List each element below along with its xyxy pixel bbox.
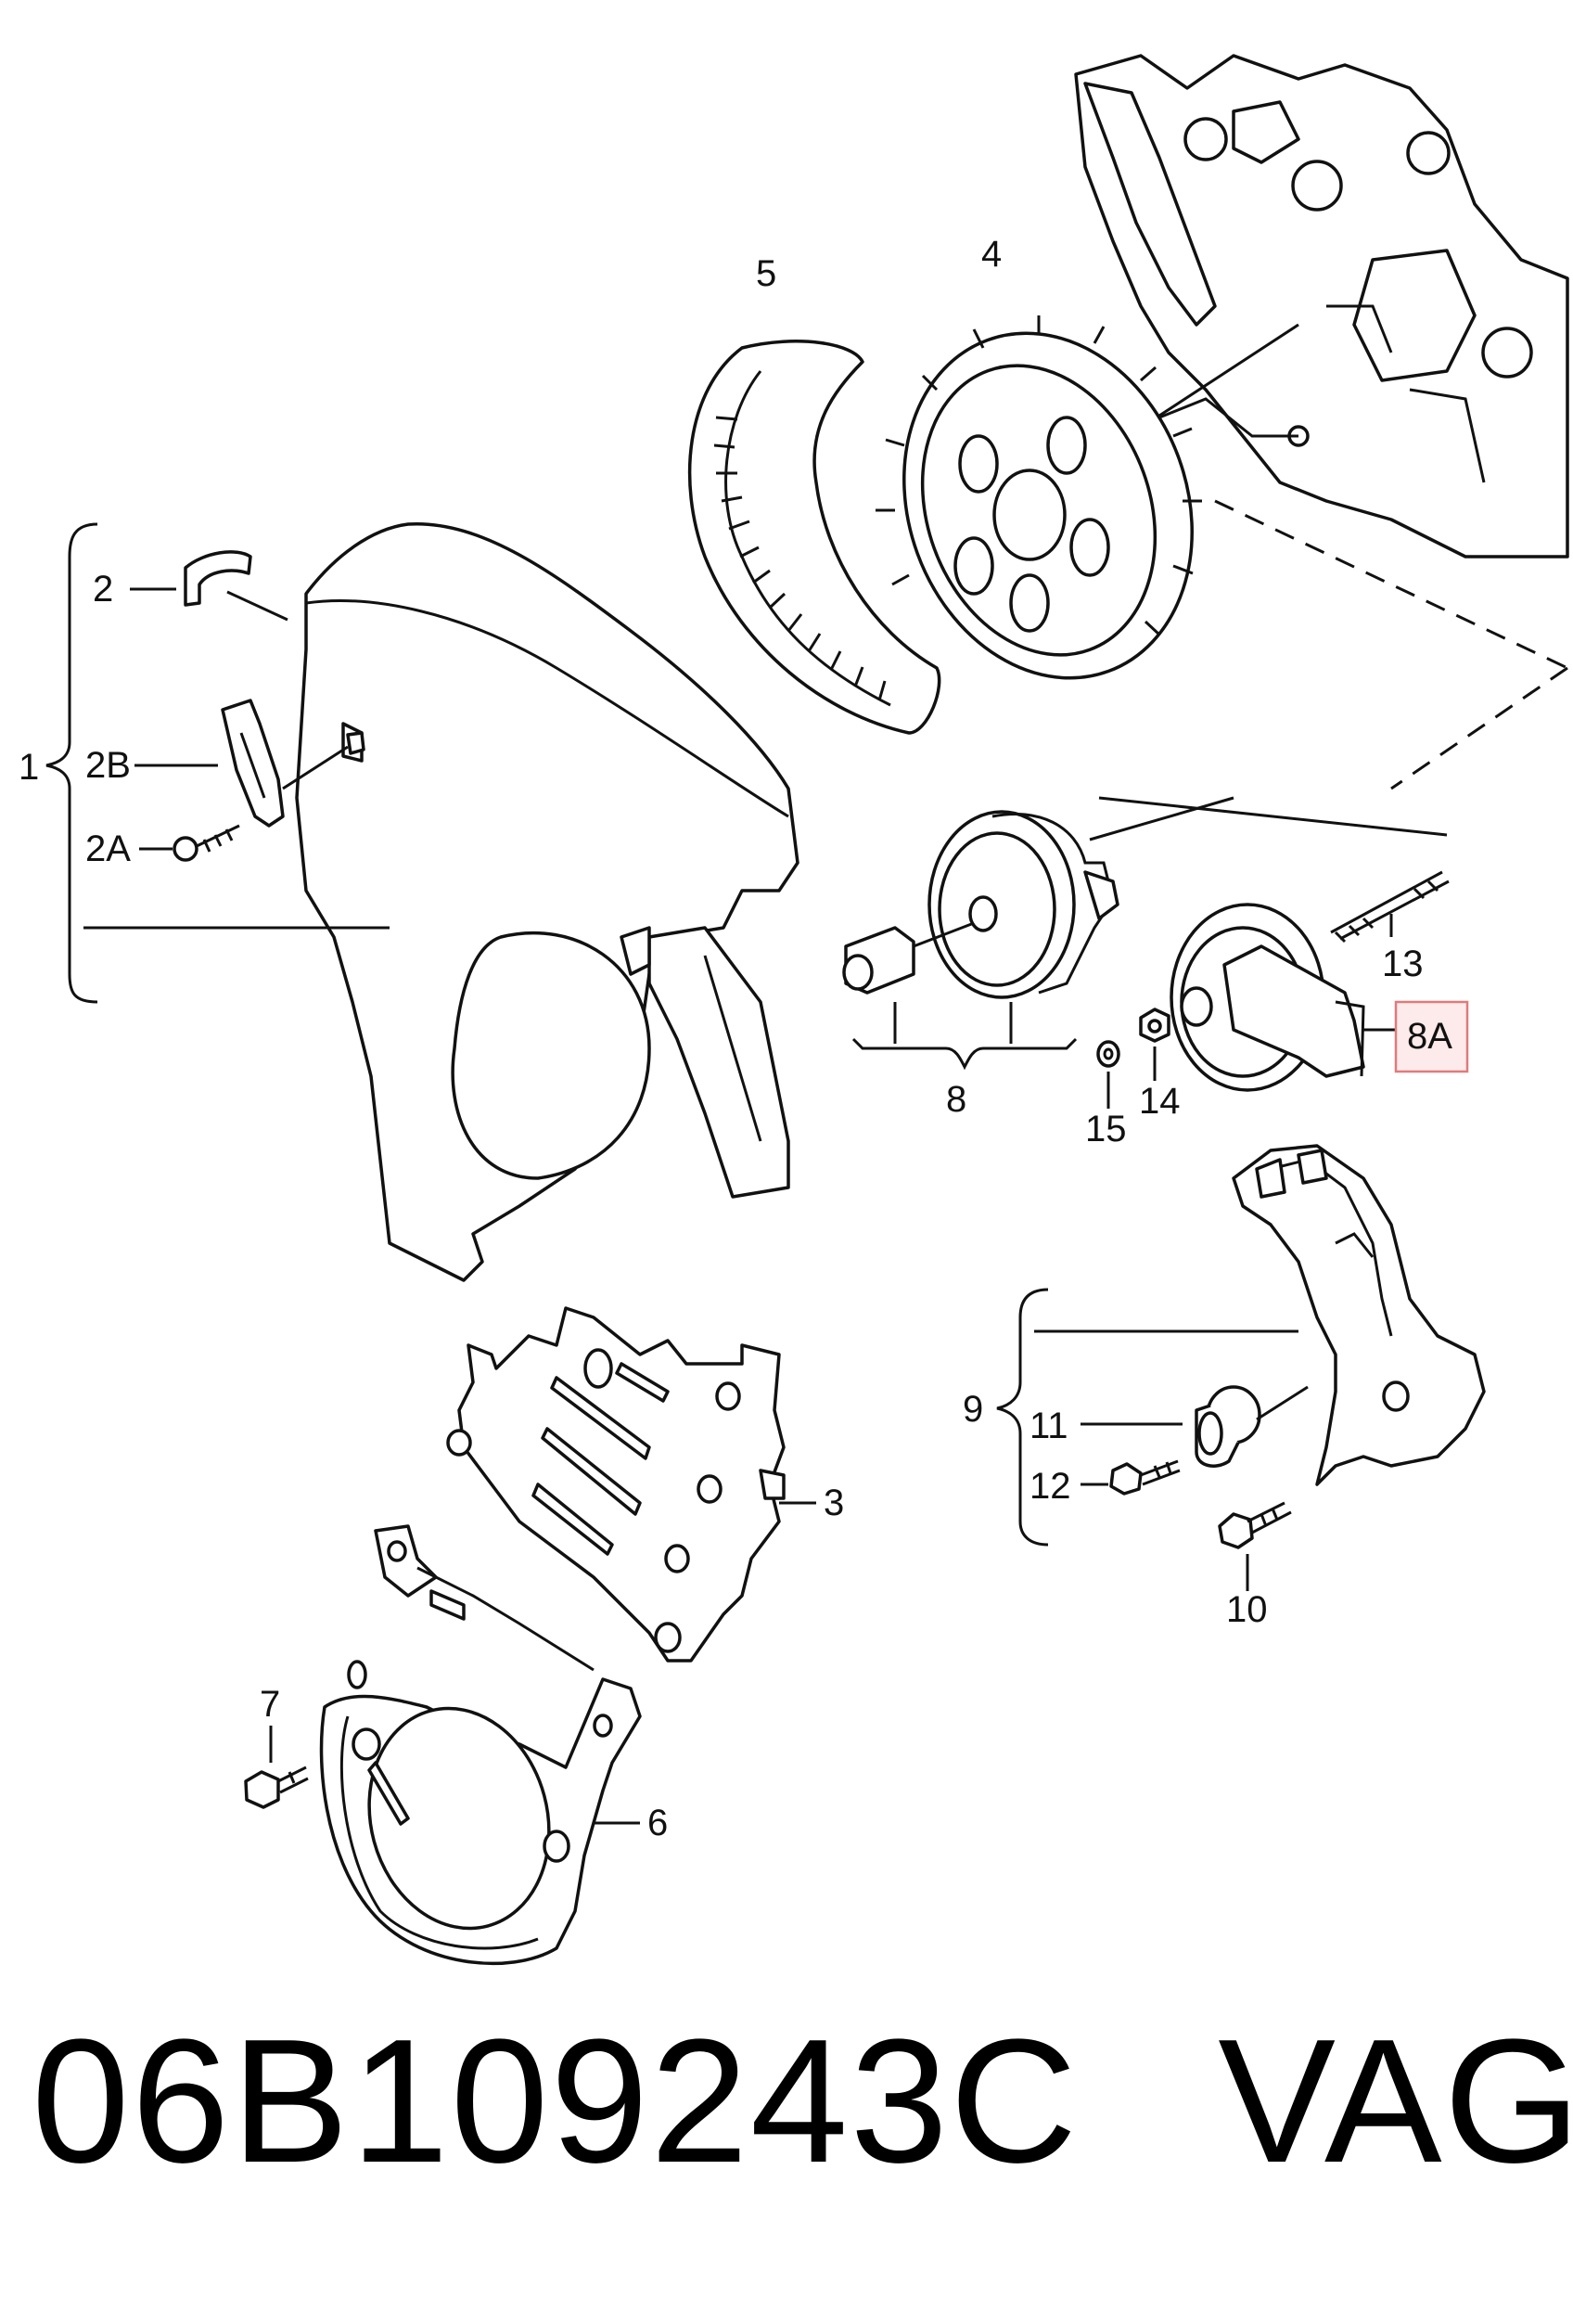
leader-line	[1089, 796, 1234, 841]
tensioner-roller-8	[842, 810, 1119, 999]
callout-2: 2	[93, 569, 113, 610]
engine-block	[1074, 54, 1569, 559]
highlight-box-8a	[1394, 1000, 1469, 1073]
callout-1: 1	[19, 747, 39, 788]
screw-part-2a	[173, 824, 240, 862]
washer-part-15	[1096, 1040, 1120, 1068]
bolt-part-10	[1218, 1501, 1292, 1549]
upper-timing-cover	[295, 522, 799, 1282]
callout-4: 4	[981, 234, 1002, 275]
bracket-part-2b	[221, 699, 365, 828]
callout-8: 8	[946, 1079, 966, 1120]
assembly-line	[1390, 666, 1568, 790]
tensioner-assembly-8a	[1170, 903, 1365, 1092]
bracket-8	[851, 1037, 1078, 1071]
spacer-sleeve-11	[1195, 1385, 1261, 1468]
stud-part-13	[1330, 870, 1450, 944]
callout-3: 3	[824, 1483, 844, 1523]
leader-line	[1256, 1385, 1309, 1421]
engine-support-bracket-9	[1232, 1144, 1486, 1486]
rear-cover-6	[319, 1524, 642, 1966]
callout-8a: 8A	[1407, 1016, 1452, 1057]
callout-2b: 2B	[85, 745, 131, 786]
callout-15: 15	[1085, 1109, 1127, 1149]
callout-14: 14	[1139, 1081, 1181, 1122]
timing-belt	[687, 340, 941, 735]
bolt-part-7	[244, 1765, 309, 1809]
callout-9: 9	[963, 1389, 983, 1430]
leader-line	[226, 590, 288, 622]
bracket-9	[996, 1288, 1049, 1547]
brand-name: VAG	[1218, 2003, 1573, 2200]
callout-12: 12	[1029, 1466, 1071, 1507]
callout-13: 13	[1382, 944, 1424, 984]
part-number: 06B109243C	[32, 2003, 1080, 2200]
leader-line	[1098, 796, 1448, 837]
callout-7: 7	[260, 1684, 280, 1725]
callout-11: 11	[1029, 1406, 1068, 1446]
bolt-part-12	[1109, 1459, 1181, 1496]
bracket-1	[45, 522, 98, 1004]
leader-line	[282, 745, 349, 790]
clip-part-2	[184, 550, 252, 607]
nut-part-14	[1139, 1008, 1170, 1043]
callout-5: 5	[756, 253, 776, 294]
callout-10: 10	[1226, 1589, 1268, 1630]
camshaft-sprocket	[876, 315, 1202, 680]
middle-cover-3	[446, 1306, 786, 1663]
leader-line	[1158, 323, 1299, 417]
callout-2a: 2A	[85, 828, 131, 869]
callout-6: 6	[647, 1803, 668, 1843]
